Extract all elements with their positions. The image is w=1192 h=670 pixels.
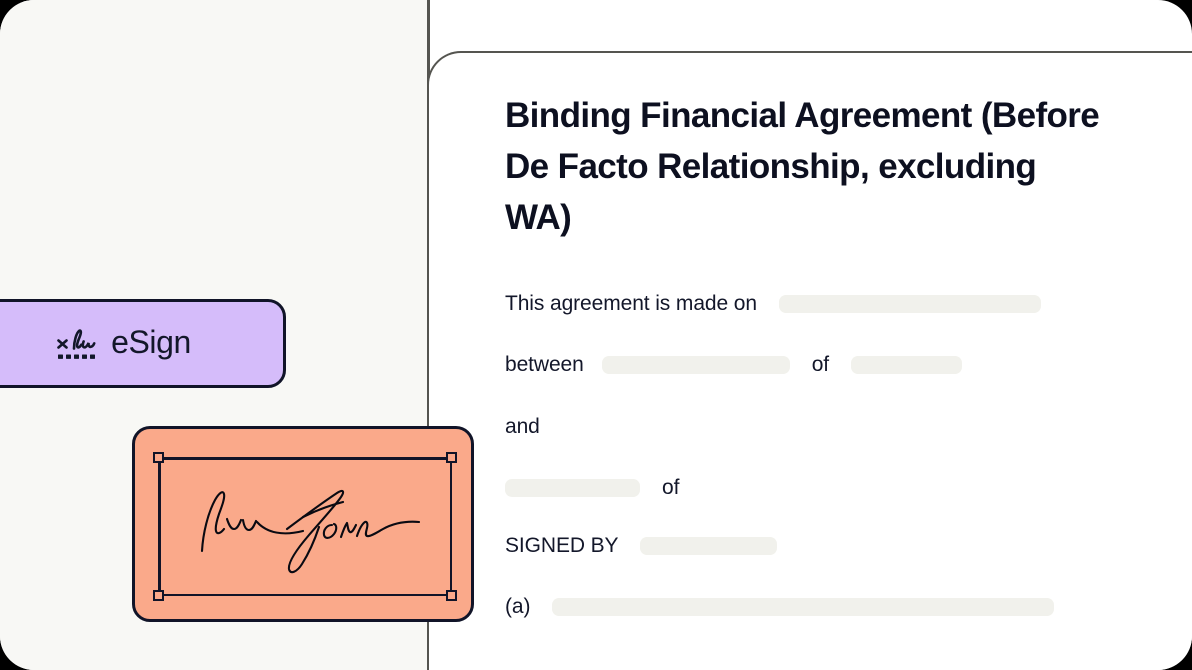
handwritten-signature [200, 489, 421, 574]
selection-frame [153, 452, 457, 601]
date-placeholder-field[interactable] [778, 295, 1041, 314]
esign-label: eSign [111, 324, 191, 360]
signed-by-placeholder-field[interactable] [640, 537, 778, 556]
form-row-between: between of [505, 351, 1125, 379]
selection-edge-top [158, 457, 452, 460]
signature-dotted-baseline [58, 354, 96, 359]
form-row-clause-a: (a) [505, 593, 1125, 621]
party-two-name-placeholder-field[interactable] [505, 479, 640, 498]
party-one-address-placeholder-field[interactable] [851, 356, 963, 375]
selection-edge-left [158, 457, 161, 596]
form-row-and: and [505, 413, 1125, 441]
clause-a-label: (a) [505, 595, 531, 619]
of-label-2: of [662, 476, 680, 500]
signature-icon [57, 328, 96, 359]
clause-a-placeholder-field[interactable] [552, 598, 1055, 617]
between-label: between [505, 353, 584, 377]
esign-badge[interactable]: eSign [0, 299, 286, 388]
document-content: Binding Financial Agreement (Before De F… [505, 91, 1125, 621]
resize-handle-top-left[interactable] [153, 452, 164, 463]
form-row-party-two: of [505, 474, 1125, 502]
and-label: and [505, 415, 540, 439]
resize-handle-top-right[interactable] [446, 452, 457, 463]
document-card: Binding Financial Agreement (Before De F… [427, 51, 1192, 670]
signature-box[interactable] [132, 426, 474, 622]
form-row-made-on: This agreement is made on [505, 290, 1125, 318]
form-row-signed-by: SIGNED BY [505, 532, 1125, 560]
document-title: Binding Financial Agreement (Before De F… [505, 96, 1100, 237]
of-label-1: of [811, 353, 830, 377]
signed-by-label: SIGNED BY [505, 534, 619, 558]
made-on-label: This agreement is made on [505, 292, 757, 316]
resize-handle-bottom-left[interactable] [153, 590, 164, 601]
selection-edge-right [449, 457, 452, 596]
resize-handle-bottom-right[interactable] [446, 590, 457, 601]
selection-edge-bottom [158, 593, 452, 596]
party-one-name-placeholder-field[interactable] [601, 356, 790, 375]
